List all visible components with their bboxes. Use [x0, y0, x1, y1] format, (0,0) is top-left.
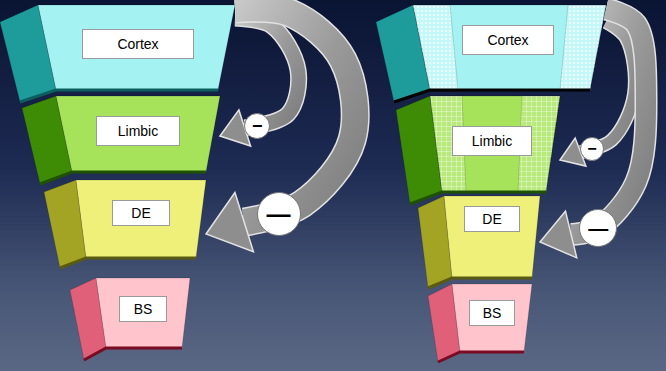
level-label-box: DE — [464, 206, 520, 232]
level-label: Cortex — [117, 37, 158, 51]
arrow-outline — [235, 18, 299, 128]
inhibition-arrow — [206, 8, 355, 251]
translucent-panel — [560, 5, 606, 90]
inhibition-arrow — [220, 18, 299, 146]
minus-sign-badge: — — [257, 192, 301, 236]
level-label: Limbic — [118, 124, 158, 138]
inhibition-sign: − — [587, 141, 596, 157]
brain-level-block: Cortex — [0, 5, 235, 102]
level-label: BS — [483, 306, 502, 320]
level-label: Limbic — [472, 134, 512, 148]
block-front-face — [56, 96, 220, 172]
level-label-box: Limbic — [96, 116, 180, 146]
brain-level-block: DE — [418, 196, 540, 288]
level-label: DE — [482, 212, 501, 226]
minus-sign-badge: − — [580, 137, 604, 161]
block-bottom-edge — [60, 258, 196, 268]
level-label-box: BS — [119, 296, 167, 322]
inhibition-sign: — — [588, 218, 608, 238]
level-label-box: Cortex — [82, 29, 194, 59]
inhibition-sign: − — [252, 117, 263, 135]
block-front-face — [444, 196, 540, 278]
minus-sign-badge: — — [579, 209, 617, 247]
brain-level-block: Cortex — [376, 5, 606, 102]
arrow-body — [235, 18, 299, 128]
block-front-face — [430, 96, 560, 192]
brain-level-block: Limbic — [22, 96, 220, 184]
block-bottom-edge — [84, 348, 182, 360]
block-front-face — [38, 5, 235, 90]
arrow-head — [540, 211, 577, 258]
level-label-box: DE — [112, 200, 170, 226]
brain-level-block: BS — [70, 278, 190, 360]
inhibition-sign: — — [267, 202, 291, 226]
level-label-box: Limbic — [452, 126, 532, 156]
block-front-face — [452, 284, 532, 352]
block-front-face — [96, 278, 190, 348]
translucent-panel — [413, 5, 458, 90]
brain-level-block: DE — [44, 180, 206, 268]
level-label: Cortex — [487, 33, 528, 47]
arrow-head — [206, 192, 253, 251]
minus-sign-badge: − — [244, 113, 270, 139]
block-front-face — [76, 180, 206, 258]
arrow-body — [235, 8, 355, 222]
brain-level-block: Limbic — [396, 96, 560, 204]
block-bottom-edge — [438, 352, 524, 362]
block-front-face — [413, 5, 606, 90]
level-label: BS — [134, 302, 153, 316]
level-label-box: Cortex — [462, 25, 554, 55]
level-label: DE — [131, 206, 150, 220]
brain-level-block: BS — [428, 284, 532, 362]
arrow-outline — [235, 8, 355, 222]
level-label-box: BS — [469, 300, 515, 326]
